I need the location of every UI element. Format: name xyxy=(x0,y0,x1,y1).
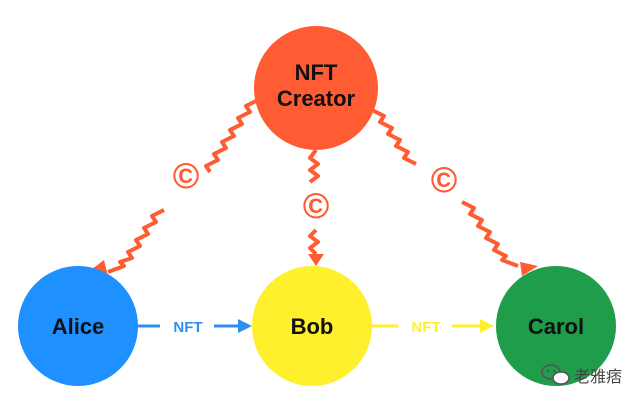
copyright-icon-right: © xyxy=(431,159,458,200)
node-alice xyxy=(18,266,138,386)
copyright-icon-middle: © xyxy=(303,185,330,226)
transfer-arrow-bob-carol: NFT xyxy=(372,319,494,336)
royalty-edge-to-bob xyxy=(308,148,324,266)
node-alice-label: Alice xyxy=(52,314,105,339)
node-carol xyxy=(496,266,616,386)
royalty-edge-to-carol xyxy=(371,108,538,276)
node-nft-creator xyxy=(254,26,378,150)
node-bob-label: Bob xyxy=(291,314,334,339)
node-nft-creator-label-line1: NFT xyxy=(295,60,338,85)
node-carol-label: Carol xyxy=(528,314,584,339)
node-nft-creator-label-line2: Creator xyxy=(277,86,356,111)
transfer-label-alice-bob: NFT xyxy=(173,319,202,336)
watermark: 老雅痞 xyxy=(541,364,622,386)
copyright-icon-left: © xyxy=(173,155,200,196)
watermark-text: 老雅痞 xyxy=(574,367,622,386)
node-bob xyxy=(252,266,372,386)
transfer-arrow-alice-bob: NFT xyxy=(138,319,252,336)
transfer-label-bob-carol: NFT xyxy=(411,319,440,336)
wechat-icon xyxy=(541,364,570,385)
